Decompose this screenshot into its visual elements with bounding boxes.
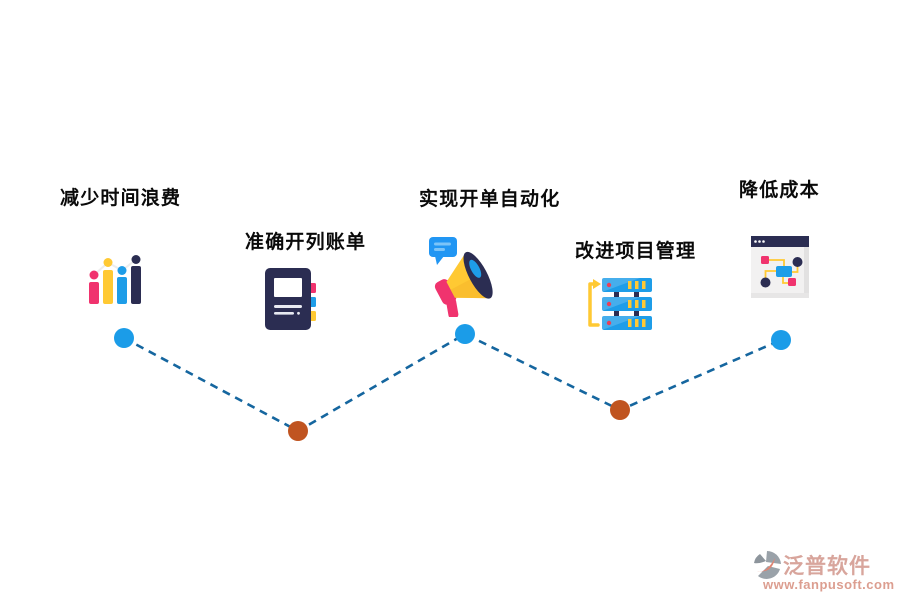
timeline-node (288, 421, 308, 441)
feature-label-billing-automation: 实现开单自动化 (419, 189, 561, 210)
fanpu-logo-icon (754, 550, 781, 579)
megaphone-body (434, 251, 493, 317)
timeline-node (771, 330, 791, 350)
watermark: 泛普软件 www.fanpusoft.com (752, 550, 897, 592)
server-rows (602, 278, 652, 330)
timeline-node (610, 400, 630, 420)
feature-label-improve-pm: 改进项目管理 (575, 241, 697, 262)
feature-label-reduce-time-waste: 减少时间浪费 (60, 188, 182, 209)
timeline-node (455, 324, 475, 344)
megaphone-icon (429, 237, 493, 317)
watermark-brand: 泛普软件 (783, 555, 871, 578)
timeline-node (114, 328, 134, 348)
browser-flowchart-icon (751, 236, 809, 298)
server-stack-icon (588, 278, 652, 330)
watermark-url: www.fanpusoft.com (763, 577, 895, 592)
timeline-dashed-line (123, 332, 782, 433)
feature-label-reduce-cost: 降低成本 (739, 180, 820, 201)
notebook-icon (265, 268, 316, 330)
feature-label-accurate-billing: 准确开列账单 (245, 232, 367, 253)
bar-chart-icon (89, 255, 141, 304)
chat-bubble-icon (429, 237, 457, 265)
